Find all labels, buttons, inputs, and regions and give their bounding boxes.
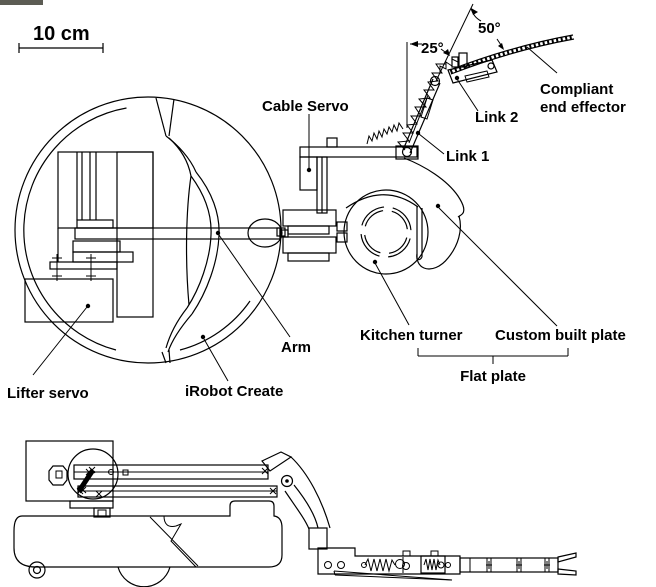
label-custom-built-plate: Custom built plate [495,327,626,344]
arrow-down-right-icon [443,49,450,56]
leader-dot [435,203,441,209]
screw-plus [486,561,550,569]
side-arm-rails [73,464,278,498]
callouts: Cable Servo Link 2 Link 1 Compliant end … [7,46,626,402]
screw-x [79,467,277,498]
custom-built-plate [403,157,465,270]
drive-wheel [117,566,171,587]
label-irobot-create: iRobot Create [185,383,283,400]
screw [52,254,62,281]
screw [86,254,96,281]
label-cable-servo: Cable Servo [262,98,349,115]
side-chassis [13,500,283,587]
side-turner-blade [333,570,453,581]
leader-dot [200,334,206,340]
top-view: 25° 50° Cable Servo Link 2 Link 1 Compli… [7,3,626,402]
lifter-servo-box [24,278,114,323]
leader-dot [372,259,378,265]
scale-bar-label: 10 cm [33,23,90,45]
arrow-left-icon [410,41,418,47]
compliant-end-effector [449,34,575,75]
arm-beam [74,218,289,248]
arrow-up-left-icon [471,8,478,15]
angle-50-label: 50° [478,20,501,37]
label-flat-plate: Flat plate [460,368,526,385]
tension-springs [366,58,459,151]
side-flat-plate [459,552,577,576]
angle-25-label: 25° [421,40,444,57]
label-link-1: Link 1 [446,148,489,165]
label-lifter-servo: Lifter servo [7,385,89,402]
dimension-annotations: 25° 50° [406,3,504,128]
label-arm: Arm [281,339,311,356]
label-link-2: Link 2 [475,109,518,126]
scale-bar: 10 cm [18,23,104,53]
caster-wheel [28,561,46,579]
side-effector-bar [317,547,461,575]
side-elbow [261,451,331,550]
leader-dot [215,230,221,236]
lifter-assembly [49,151,154,318]
arrow-down-icon [498,43,504,50]
leader-dot [454,75,460,81]
kitchen-turner [343,189,429,275]
label-compliant-2: end effector [540,99,626,116]
cable-servo-assembly [276,137,418,262]
window-chrome-fragment [0,0,43,5]
link1-axis-line [435,3,474,82]
side-view [13,440,577,587]
link-1 [395,75,441,160]
label-compliant-1: Compliant [540,81,613,98]
flat-plate-bracket [417,348,569,364]
irobot-create-body [14,96,282,364]
arm-linkage [366,52,498,160]
label-kitchen-turner: Kitchen turner [360,327,463,344]
effector-clamp [451,52,468,68]
